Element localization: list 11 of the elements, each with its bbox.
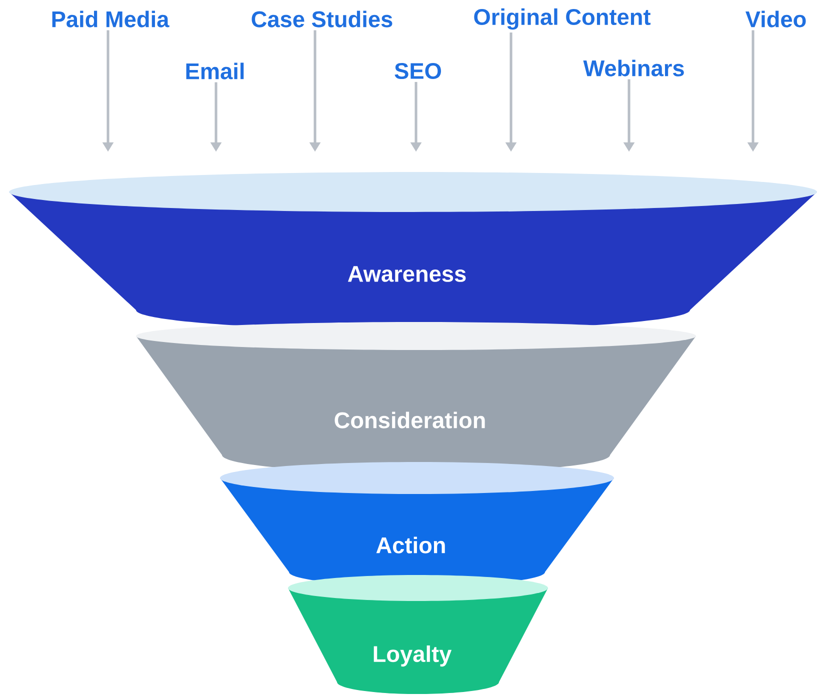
channel-label: Webinars (583, 60, 684, 76)
funnel-stage: Awareness (9, 172, 817, 330)
channel-label: SEO (394, 62, 441, 80)
channel-label: Video (746, 10, 806, 28)
channel-label: Paid Media (52, 10, 170, 28)
funnel-stage: Action (220, 462, 614, 586)
channel-label: Case Studies (252, 10, 392, 28)
funnel-stage: Loyalty (288, 575, 548, 694)
channel-label: Email (186, 62, 244, 80)
funnel-stage: Consideration (136, 322, 696, 473)
channel-label: Original Content (474, 8, 650, 30)
